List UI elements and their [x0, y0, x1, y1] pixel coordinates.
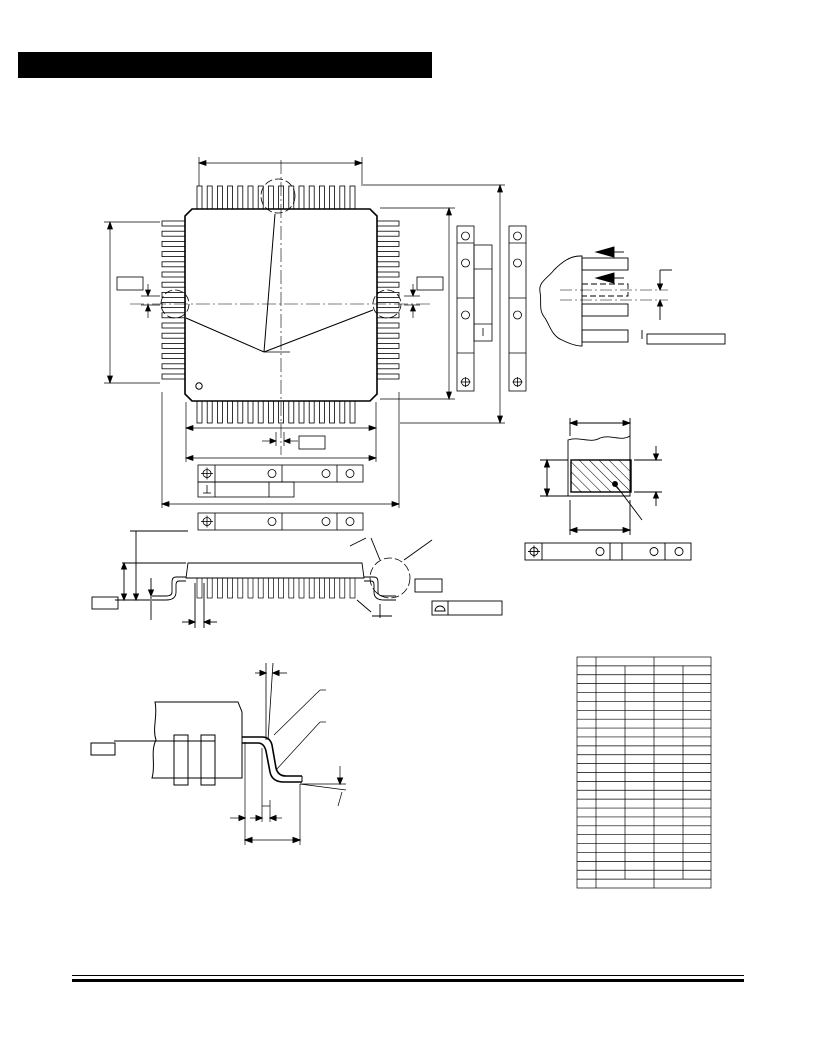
- lead-bottom: [298, 400, 305, 424]
- lead-top: [308, 185, 315, 210]
- lead-left: [161, 363, 186, 370]
- lead-bottom: [278, 400, 285, 424]
- lead-left: [161, 240, 186, 247]
- lead-right: [376, 261, 400, 268]
- lead-top: [257, 185, 264, 210]
- lead-right: [376, 363, 400, 370]
- feature-control-frames: [197, 464, 364, 531]
- package-side-view: [91, 530, 503, 628]
- lead-top: [278, 185, 285, 210]
- package-top-view: [130, 160, 430, 455]
- footer-rule-thick: [72, 979, 744, 982]
- pin1-indicator-icon: [195, 382, 203, 390]
- lead-right: [376, 373, 400, 380]
- section-title-bar: [18, 52, 432, 78]
- side-lead: [257, 577, 264, 599]
- lead-top: [267, 185, 274, 210]
- lead-right: [376, 302, 400, 309]
- lead-left: [161, 373, 186, 380]
- lead-bottom: [227, 400, 234, 424]
- lead-left: [161, 322, 186, 329]
- lead-top: [298, 185, 305, 210]
- lead-bottom: [349, 400, 356, 424]
- side-lead: [308, 577, 315, 599]
- side-lead: [339, 577, 346, 599]
- lead-bottom: [206, 400, 213, 424]
- side-lead: [298, 577, 305, 599]
- lead-right: [376, 353, 400, 360]
- lead-right: [376, 230, 400, 237]
- lead-top: [196, 185, 203, 210]
- lead-left: [161, 220, 186, 227]
- lead-bottom: [237, 400, 244, 424]
- lead-right: [376, 291, 400, 298]
- side-lead: [196, 577, 203, 599]
- lead-right: [376, 332, 400, 339]
- lead-top: [216, 185, 223, 210]
- lead-bottom: [339, 400, 346, 424]
- lead-right: [376, 240, 400, 247]
- lead-right: [376, 342, 400, 349]
- side-lead: [329, 577, 335, 599]
- side-lead: [217, 577, 223, 599]
- dimension-lines-top: [104, 157, 505, 508]
- side-lead: [319, 577, 325, 599]
- lead-top: [329, 185, 336, 210]
- lead-bottom: [247, 400, 254, 424]
- lead-top: [206, 185, 213, 210]
- lead-bottom: [216, 400, 223, 424]
- lead-bottom: [308, 400, 315, 424]
- lead-top: [227, 185, 234, 210]
- lead-top: [318, 185, 325, 210]
- hatched-lead-section: [570, 459, 632, 493]
- lead-left: [161, 332, 186, 339]
- lead-left: [161, 291, 186, 298]
- lead-left: [161, 251, 186, 258]
- lead-right: [376, 271, 400, 278]
- datum-boxes: [116, 276, 444, 450]
- lead-bottom: [196, 400, 203, 424]
- lead-left: [161, 312, 186, 319]
- side-lead: [288, 577, 295, 599]
- profile-tolerance-icon: [434, 605, 446, 612]
- lead-bend-detail: [90, 662, 347, 845]
- lead-right: [376, 322, 400, 329]
- lead-bottom: [318, 400, 325, 424]
- lead-top: [237, 185, 244, 210]
- lead-top: [339, 185, 346, 210]
- side-lead: [268, 577, 274, 599]
- lead-tip-side-detail: [539, 246, 726, 347]
- lead-right: [376, 251, 400, 258]
- lead-bottom: [257, 400, 264, 424]
- lead-bottom: [329, 400, 336, 424]
- lead-right: [376, 281, 400, 288]
- lead-bottom: [288, 400, 295, 424]
- lead-right: [376, 312, 400, 319]
- side-lead: [237, 577, 244, 599]
- side-lead: [227, 577, 233, 599]
- lead-left: [161, 302, 186, 309]
- side-lead: [206, 577, 213, 599]
- lead-left: [161, 271, 186, 278]
- side-lead: [278, 577, 284, 599]
- lead-left: [161, 230, 186, 237]
- footer-rule-thin: [72, 975, 744, 976]
- side-lead: [349, 577, 356, 599]
- lead-top: [288, 185, 295, 210]
- lead-left: [161, 261, 186, 268]
- side-lead: [247, 577, 254, 599]
- lead-bottom: [267, 400, 274, 424]
- lead-top: [349, 185, 356, 210]
- lead-left: [161, 281, 186, 288]
- dimension-table: [576, 656, 712, 889]
- lead-left: [161, 342, 186, 349]
- lead-cross-section: [524, 418, 692, 561]
- lead-section-details: [456, 225, 527, 392]
- lead-top: [247, 185, 254, 210]
- lead-left: [161, 353, 186, 360]
- lead-right: [376, 220, 400, 227]
